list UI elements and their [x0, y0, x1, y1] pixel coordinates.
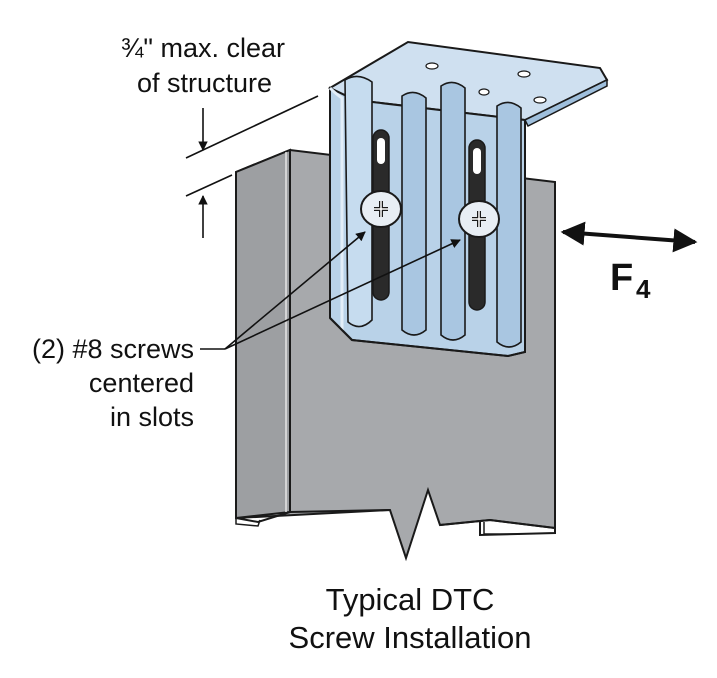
- clearance-label-line2: of structure: [137, 68, 272, 98]
- screws-label-line3: in slots: [110, 402, 194, 432]
- screws-label-line1: (2) #8 screws: [32, 334, 194, 364]
- caption-line2: Screw Installation: [289, 620, 532, 655]
- phillips-screw-icon: [458, 200, 500, 238]
- caption-line1: Typical DTC: [326, 582, 495, 617]
- post-bottom-edge: [235, 509, 556, 537]
- screw-leaders: [200, 231, 461, 350]
- clearance-dimension: [185, 95, 319, 238]
- phillips-screw-icon: [360, 190, 402, 228]
- dtc-clip: [327, 40, 609, 358]
- force-label: F: [610, 257, 633, 299]
- screws-label-line2: centered: [89, 368, 194, 398]
- clip-ribs: [344, 75, 522, 348]
- double-headed-arrow-icon: [560, 221, 698, 253]
- clearance-label-line1: ¾" max. clear: [121, 33, 285, 63]
- force-subscript: 4: [636, 274, 651, 304]
